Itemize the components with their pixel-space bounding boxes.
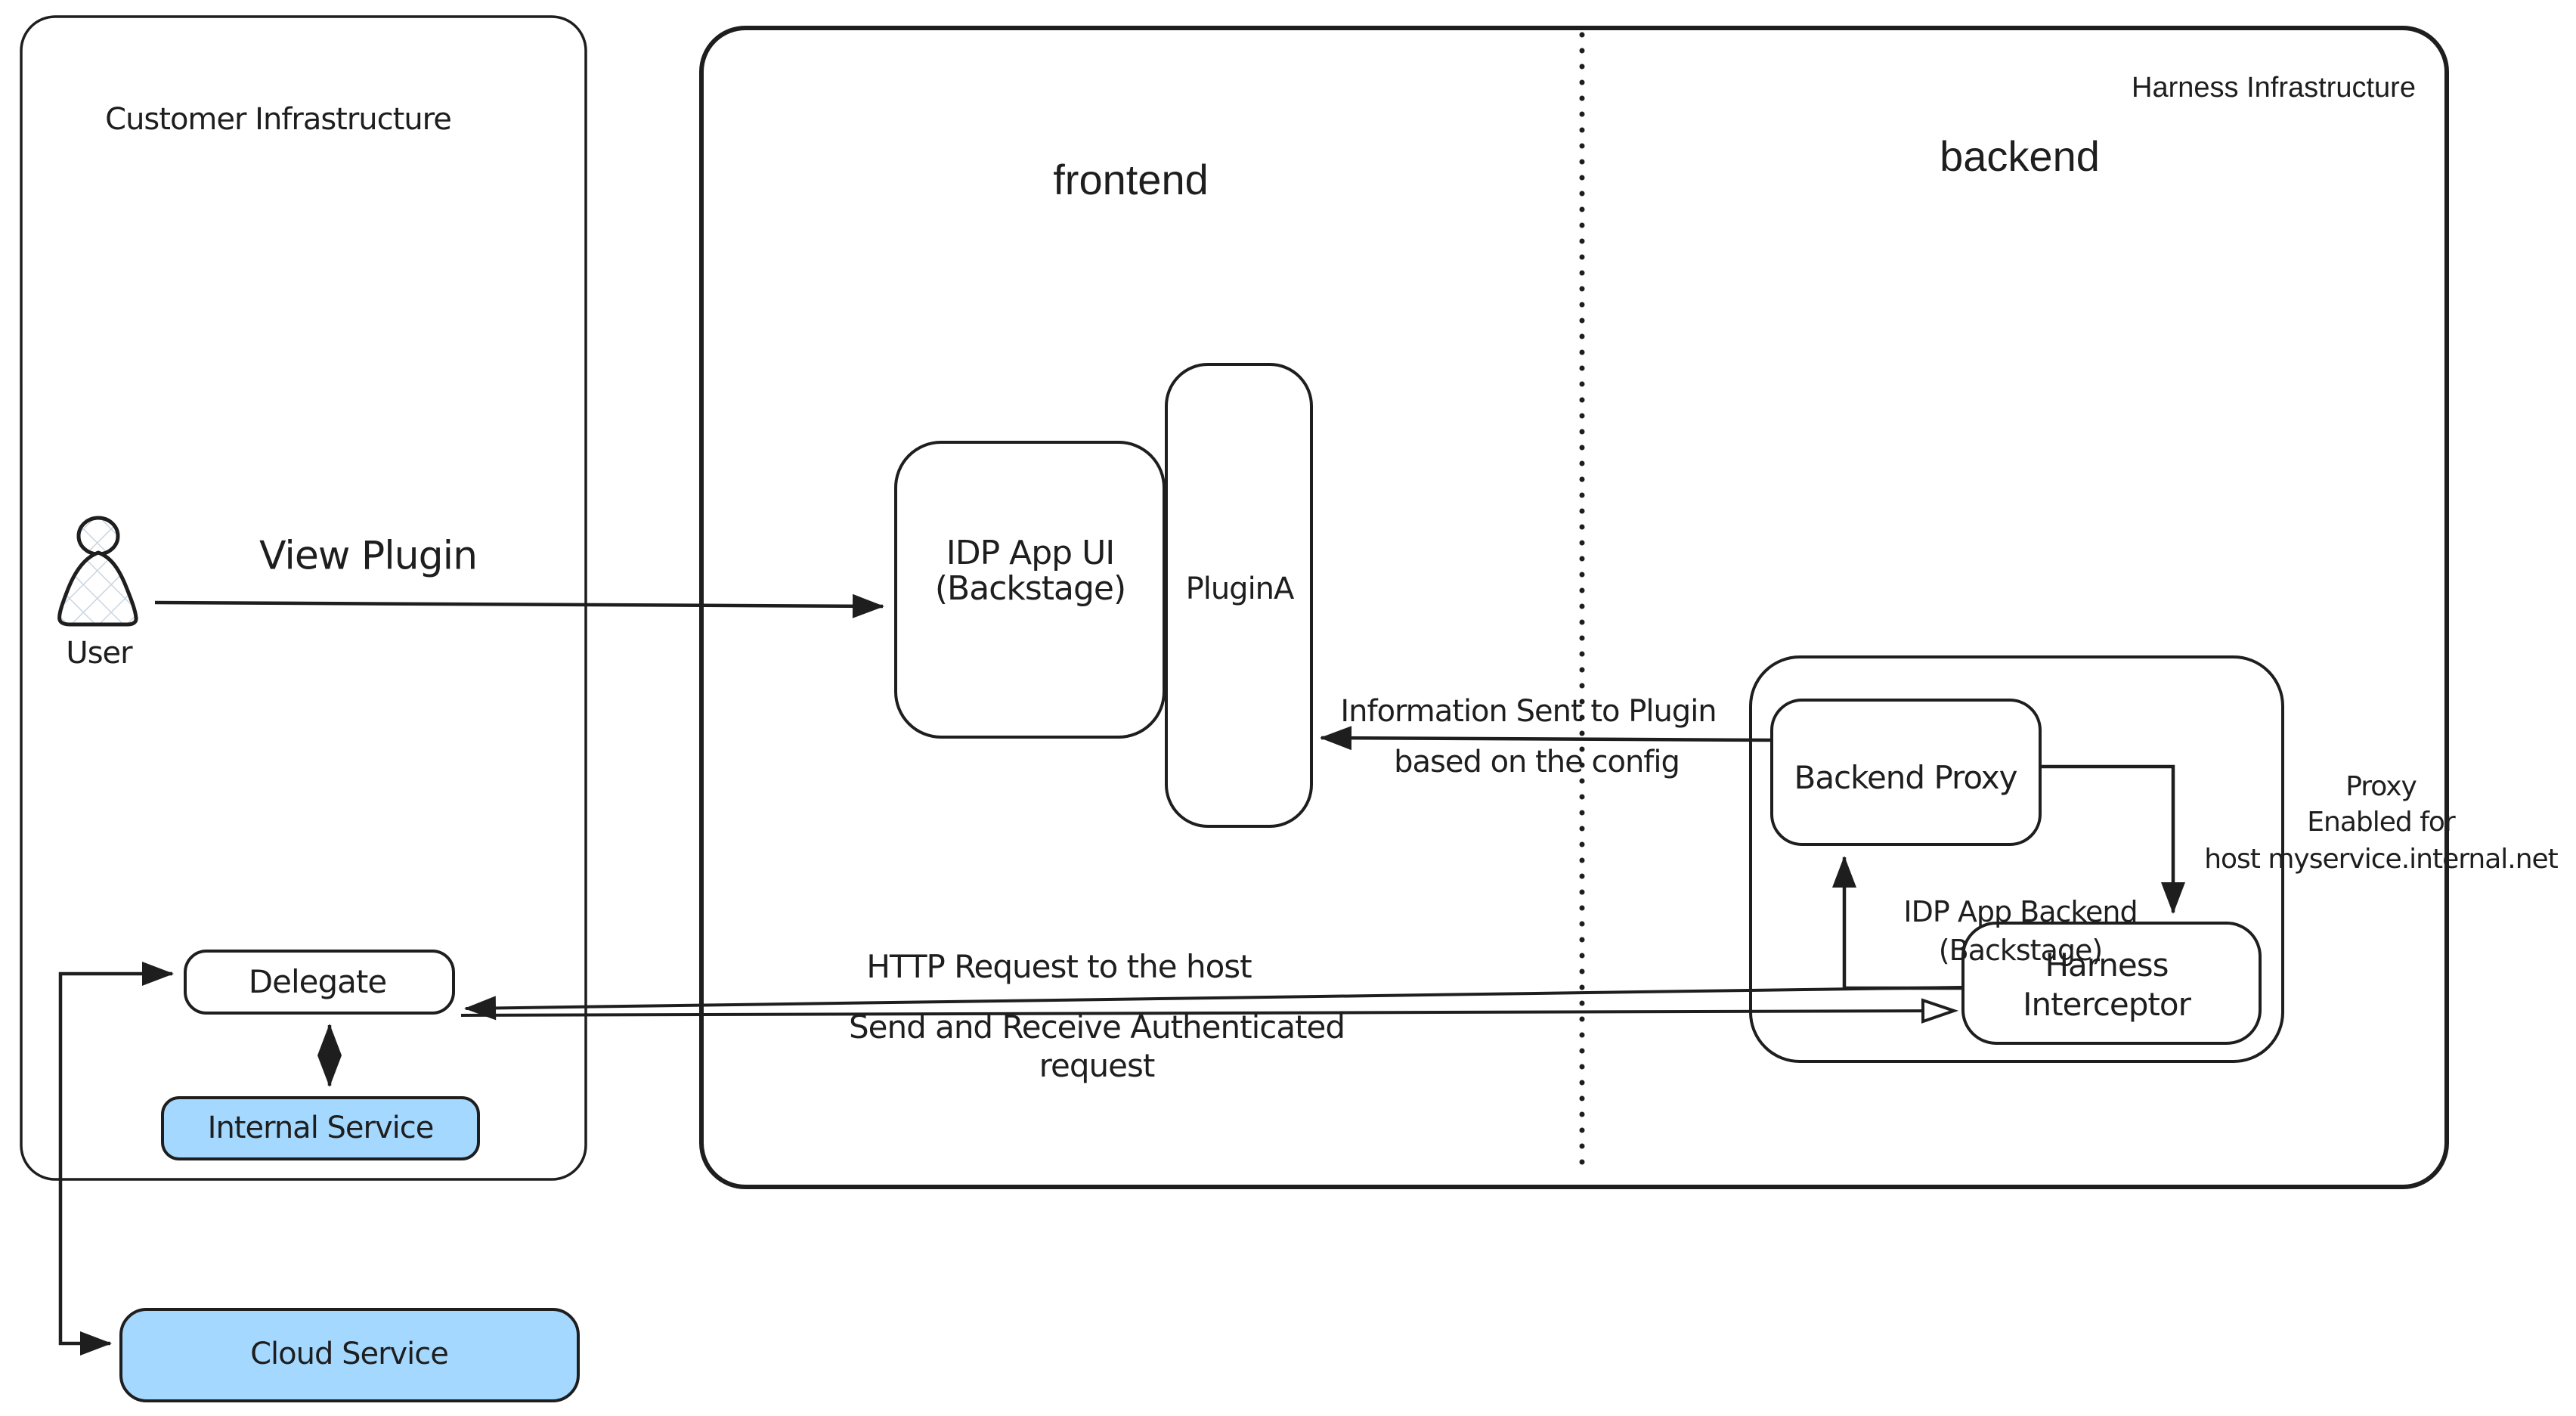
harness-infrastructure-zone — [699, 26, 2449, 1189]
idp-app-ui-label-line2: (Backstage) — [934, 569, 1126, 608]
user-icon — [57, 516, 138, 627]
plugin-a-node — [1165, 363, 1313, 828]
idp-app-backend-container — [1749, 655, 2284, 1063]
cloud-service-label: Cloud Service — [250, 1337, 449, 1371]
arrow-delegate-to-interceptor — [460, 1011, 1952, 1015]
frontend-section-label: frontend — [1053, 156, 1209, 204]
harness-interceptor-node — [1961, 922, 2262, 1045]
idp-app-ui-node — [894, 441, 1166, 739]
customer-zone-label: Customer Infrastructure — [105, 102, 452, 137]
internal-service-label: Internal Service — [207, 1111, 435, 1145]
idp-app-backend-label-line1: IDP App Backend — [1903, 895, 2138, 929]
harness-interceptor-label-line2: Interceptor — [2023, 985, 2191, 1023]
backend-proxy-node — [1770, 699, 2042, 846]
cloud-service-node — [119, 1308, 580, 1402]
proxy-enabled-label-line3: host myservice.internal.net — [2204, 844, 2559, 875]
http-request-label: HTTP Request to the host — [866, 947, 1252, 985]
internal-service-node — [161, 1096, 480, 1160]
plugin-a-label: PluginA — [1185, 572, 1295, 606]
delegate-node — [184, 950, 455, 1015]
send-receive-label-line2: request — [1039, 1046, 1156, 1084]
arrow-interceptor-to-delegate — [464, 986, 1963, 1021]
arrow-delegate-cloud-service — [58, 962, 174, 1356]
proxy-enabled-label-line2: Enabled for — [2307, 807, 2455, 838]
harness-interceptor-label-line1: Harness — [2045, 946, 2169, 984]
customer-infrastructure-zone — [20, 15, 587, 1181]
arrow-backendproxy-to-plugina — [1320, 726, 1776, 751]
backend-proxy-label: Backend Proxy — [1794, 758, 2018, 796]
idp-app-ui-label-line1: IDP App UI — [946, 533, 1116, 572]
proxy-enabled-label-line1: Proxy — [2345, 771, 2417, 803]
delegate-label: Delegate — [248, 962, 387, 1000]
backend-section-label: backend — [1940, 132, 2100, 181]
send-receive-label-line1: Send and Receive Authenticated — [848, 1008, 1345, 1046]
idp-app-backend-label-line2: (Backstage) — [1938, 934, 2103, 968]
user-label: User — [66, 636, 132, 671]
view-plugin-edge-label: View Plugin — [259, 533, 478, 579]
arrow-backendproxy-to-interceptor — [2041, 764, 2185, 914]
arrow-user-to-idp-ui — [154, 593, 884, 618]
info-sent-label-line1: Information Sent to Plugin — [1340, 694, 1717, 729]
harness-zone-label: Harness Infrastructure — [2132, 72, 2416, 104]
info-sent-label-line2: based on the config — [1394, 745, 1680, 779]
